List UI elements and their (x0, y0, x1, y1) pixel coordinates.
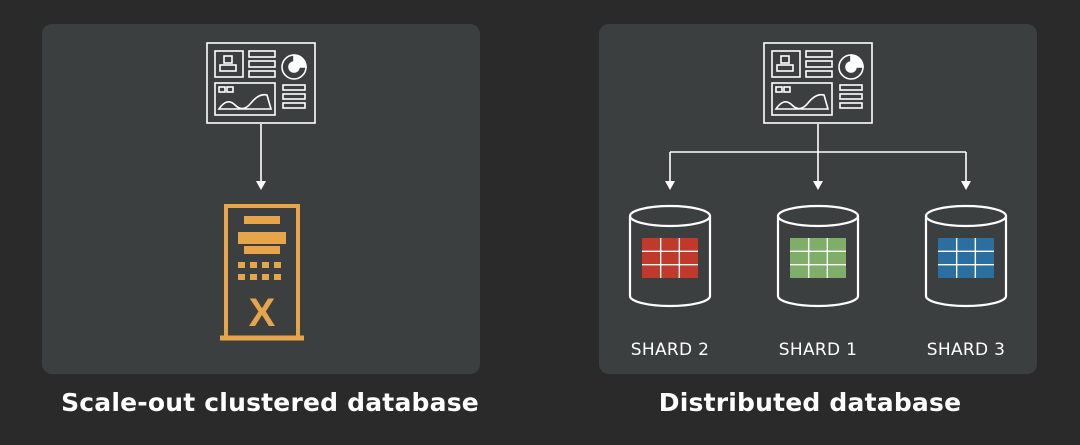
connector-lines (669, 124, 967, 182)
shard-table-icon (938, 238, 994, 278)
distributed-database-caption: Distributed database (658, 388, 962, 417)
dashboard-icon (763, 42, 873, 124)
database-cylinder-icon (924, 204, 1008, 308)
dashboard-icon (206, 42, 316, 124)
distributed-database-panel: SHARD 2 SHARD 1 SHARD 3 (599, 24, 1037, 374)
clustered-database-caption: Scale-out clustered database (61, 388, 479, 417)
server-icon: X (220, 204, 304, 341)
shard-cylinders (628, 204, 1008, 308)
shard-table-icon (642, 238, 698, 278)
clustered-database-panel: X (42, 24, 480, 374)
database-cylinder-icon (628, 204, 712, 308)
arrow-down-icon (665, 181, 971, 190)
arrow-down-icon (256, 124, 266, 190)
server-glyph: X (249, 291, 276, 335)
shard-label: SHARD 1 (778, 340, 858, 360)
database-cylinder-icon (776, 204, 860, 308)
shard-table-icon (790, 238, 846, 278)
shard-label: SHARD 2 (630, 340, 710, 360)
shard-label: SHARD 3 (926, 340, 1006, 360)
